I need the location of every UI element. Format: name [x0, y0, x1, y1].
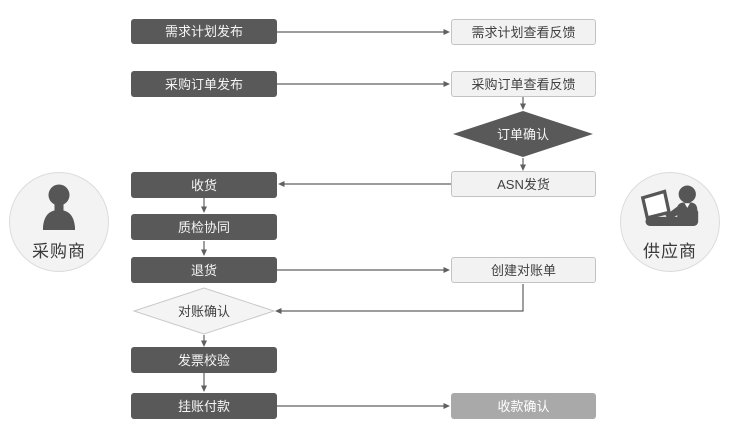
- node-demand-publish: 需求计划发布: [131, 19, 277, 44]
- node-qc: 质检协同: [131, 214, 277, 240]
- node-payment: 挂账付款: [131, 393, 277, 419]
- node-create-statement: 创建对账单: [451, 257, 596, 283]
- node-invoice-check: 发票校验: [131, 347, 277, 373]
- node-return-goods: 退货: [131, 257, 277, 283]
- decision-order-confirm-shape: [453, 111, 593, 157]
- buyer-lane-label: 采购商: [32, 242, 86, 261]
- node-receipt-confirm: 收款确认: [451, 393, 596, 419]
- node-receive: 收货: [131, 172, 277, 198]
- supplier-lane-badge: 供应商: [620, 172, 720, 272]
- supplier-lane-label: 供应商: [643, 242, 697, 261]
- decision-recon-confirm-shape: [132, 287, 276, 335]
- node-po-feedback: 采购订单查看反馈: [451, 71, 596, 97]
- decision-recon-confirm-label: 对账确认: [177, 303, 230, 319]
- node-asn-ship: ASN发货: [451, 171, 596, 197]
- person-icon: [36, 182, 82, 235]
- node-demand-feedback: 需求计划查看反馈: [451, 19, 596, 45]
- connector-statement-to-recon-confirm: [275, 284, 524, 314]
- decision-order-confirm-label: 订单确认: [496, 126, 549, 142]
- buyer-lane-badge: 采购商: [9, 172, 109, 272]
- person-laptop-icon: [640, 182, 700, 235]
- node-po-publish: 采购订单发布: [131, 71, 277, 97]
